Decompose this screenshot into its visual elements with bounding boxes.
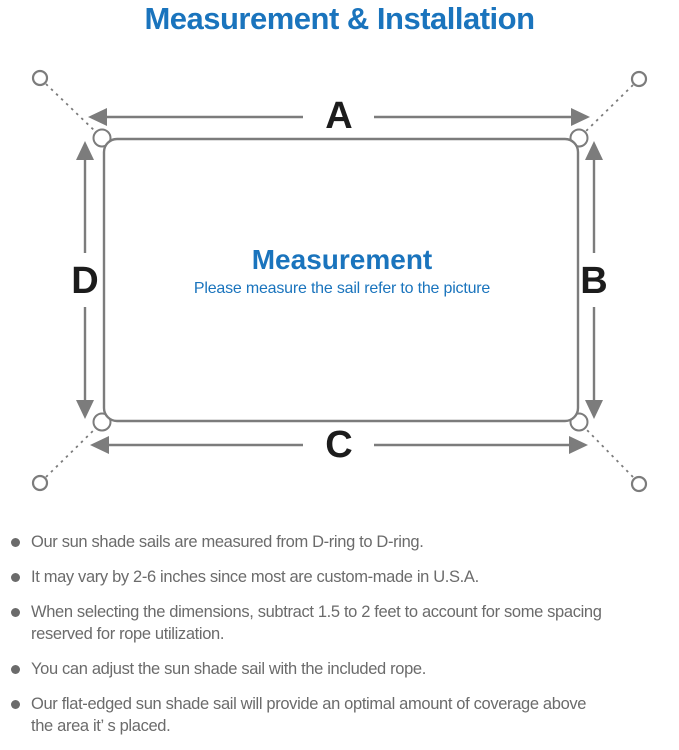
label-d: D	[71, 260, 98, 302]
list-item: It may vary by 2-6 inches since most are…	[10, 566, 679, 588]
bullet-line: Our flat-edged sun shade sail will provi…	[31, 695, 587, 713]
anchor-ring-bottom-left	[31, 474, 49, 492]
arrow-c-head-right	[569, 436, 588, 454]
list-item: You can adjust the sun shade sail with t…	[10, 658, 679, 680]
tie-line-bottom-left	[45, 425, 99, 478]
bullet-text: You can adjust the sun shade sail with t…	[31, 658, 679, 680]
bullet-line: It may vary by 2-6 inches since most are…	[31, 568, 479, 586]
d-ring-top-left	[92, 128, 112, 148]
bullet-icon	[11, 665, 20, 674]
label-b: B	[580, 260, 607, 302]
bullet-text: Our flat-edged sun shade sail will provi…	[31, 693, 679, 737]
list-item: Our flat-edged sun shade sail will provi…	[10, 693, 679, 737]
measurement-diagram: A C D B Measurement Please measure the s…	[31, 69, 648, 493]
arrow-d-head-top	[76, 141, 94, 160]
bullet-line: Our sun shade sails are measured from D-…	[31, 533, 424, 551]
arrow-a-head-right	[571, 108, 590, 126]
page-title: Measurement & Installation	[144, 1, 535, 36]
bullet-text: Our sun shade sails are measured from D-…	[31, 531, 679, 553]
bullet-line: reserved for rope utilization.	[31, 625, 225, 643]
anchor-ring-top-right	[630, 70, 648, 88]
tie-line-bottom-right	[582, 425, 634, 478]
bullet-line: You can adjust the sun shade sail with t…	[31, 660, 426, 678]
sail-rect	[102, 137, 580, 423]
diagram-center-title: Measurement	[252, 244, 433, 275]
notes-list: Our sun shade sails are measured from D-…	[10, 531, 679, 750]
list-item: When selecting the dimensions, subtract …	[10, 601, 679, 645]
arrow-b-head-bottom	[585, 400, 603, 419]
arrow-b-head-top	[585, 141, 603, 160]
bullet-icon	[11, 538, 20, 547]
bullet-icon	[11, 608, 20, 617]
anchor-ring-top-left	[31, 69, 49, 87]
tie-line-top-right	[582, 84, 634, 135]
bullet-text: It may vary by 2-6 inches since most are…	[31, 566, 679, 588]
anchor-ring-bottom-right	[630, 475, 648, 493]
bullet-line: When selecting the dimensions, subtract …	[31, 603, 602, 621]
tie-line-top-left	[45, 83, 99, 135]
bullet-icon	[11, 700, 20, 709]
label-c: C	[325, 424, 352, 466]
arrow-a-head-left	[88, 108, 107, 126]
bullet-icon	[11, 573, 20, 582]
arrow-d-head-bottom	[76, 400, 94, 419]
bullet-text: When selecting the dimensions, subtract …	[31, 601, 679, 645]
list-item: Our sun shade sails are measured from D-…	[10, 531, 679, 553]
d-ring-bottom-left	[92, 412, 112, 432]
label-a: A	[325, 95, 352, 137]
arrow-c-head-left	[90, 436, 109, 454]
diagram-center-subtitle: Please measure the sail refer to the pic…	[194, 280, 491, 297]
bullet-line: the area it’ s placed.	[31, 717, 171, 735]
